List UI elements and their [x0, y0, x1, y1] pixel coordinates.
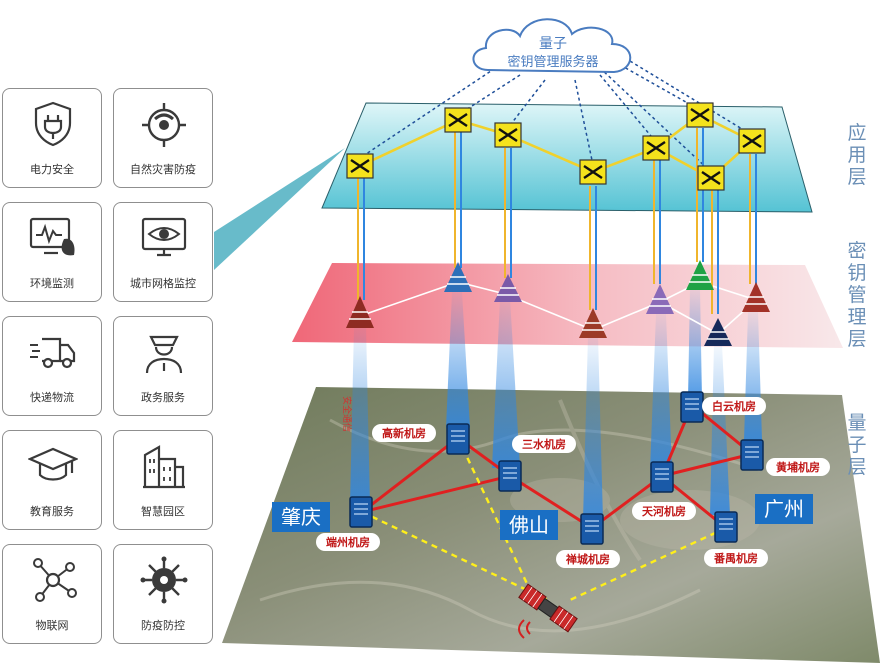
key-manager-icon[interactable]: [646, 284, 674, 314]
tile-label: 物联网: [35, 619, 69, 632]
key-manager-icon[interactable]: [346, 296, 374, 328]
satellite-icon[interactable]: [518, 583, 578, 639]
tile-label: 教育服务: [30, 505, 74, 518]
layer-label-char: 管: [847, 284, 867, 306]
layer-label-char: 层: [847, 166, 867, 188]
switch-icon[interactable]: [346, 153, 374, 179]
layer-label-char: 应: [847, 122, 867, 144]
layer-label-char: 量: [847, 412, 867, 434]
tile-label: 快递物流: [30, 391, 74, 404]
satellite-links: [361, 437, 727, 602]
server-icon[interactable]: [714, 511, 738, 543]
graduation-cap-icon: [28, 447, 78, 481]
city-labels: 肇庆 佛山 广州: [272, 494, 813, 540]
server-icon[interactable]: [349, 496, 373, 528]
room-label-sanshui: 三水机房: [522, 437, 566, 451]
layer-label-char: 层: [847, 328, 867, 350]
eye-monitor-icon: [141, 217, 187, 257]
tile-label: 防疫防控: [141, 619, 185, 632]
key-manager-icon[interactable]: [579, 308, 607, 338]
layer-label-key-management: 密 钥 管 理 层: [842, 240, 872, 350]
switch-icon[interactable]: [697, 165, 725, 191]
officer-icon: [145, 335, 183, 374]
tile-environment[interactable]: 环境监测: [2, 202, 102, 302]
room-label-tianhe: 天河机房: [642, 504, 686, 518]
server-icon[interactable]: [680, 391, 704, 423]
switch-icon[interactable]: [642, 135, 670, 161]
tile-government[interactable]: 政务服务: [113, 316, 213, 416]
city-label-guangzhou: 广州: [764, 497, 804, 521]
server-icon[interactable]: [740, 439, 764, 471]
tile-label: 自然灾害防疫: [130, 163, 196, 176]
tile-iot[interactable]: 物联网: [2, 544, 102, 644]
room-label-huangpu: 黄埔机房: [776, 460, 820, 474]
key-managers: [346, 260, 770, 346]
layer-label-quantum: 量 子 层: [842, 412, 872, 478]
room-label-panyu: 番禺机房: [713, 551, 758, 565]
cloud-title-line2: 密钥管理服务器: [507, 54, 598, 70]
monitor-leaf-icon: [29, 217, 75, 256]
room-label-baiyun: 白云机房: [712, 399, 756, 413]
tile-express-logistics[interactable]: 快递物流: [2, 316, 102, 416]
key-manager-icon[interactable]: [686, 260, 714, 290]
switch-icon[interactable]: [738, 128, 766, 154]
layer-label-char: 钥: [847, 262, 867, 284]
layer-arrows: [357, 128, 757, 314]
tile-smart-park[interactable]: 智慧园区: [113, 430, 213, 530]
key-management-cloud: 量子 密钥管理服务器: [472, 18, 632, 74]
tile-label: 智慧园区: [141, 505, 185, 518]
tile-natural-disaster[interactable]: 自然灾害防疫: [113, 88, 213, 188]
layer-label-char: 用: [847, 144, 867, 166]
application-layer-plane: [321, 102, 813, 213]
server-icon[interactable]: [446, 423, 470, 455]
disaster-target-icon: [142, 103, 186, 147]
switch-icon[interactable]: [579, 159, 607, 185]
layer-label-char: 理: [847, 306, 867, 328]
city-label-foshan: 佛山: [509, 513, 549, 537]
map-mark: 安全通信: [341, 396, 353, 432]
app-switches: [346, 102, 766, 191]
key-manager-icon[interactable]: [704, 318, 732, 346]
layer-label-application: 应 用 层: [842, 122, 872, 188]
tile-label: 政务服务: [141, 391, 185, 404]
city-label-zhaoqing: 肇庆: [281, 505, 321, 529]
tile-education[interactable]: 教育服务: [2, 430, 102, 530]
room-labels: 端州机房 高新机房 三水机房 禅城机房 天河机房 白云机房 黄埔机房 番禺机房: [316, 397, 830, 568]
network-nodes-icon: [33, 558, 77, 602]
layer-label-char: 子: [847, 434, 867, 456]
tile-city-grid[interactable]: 城市网格监控: [113, 202, 213, 302]
layer-label-char: 层: [847, 456, 867, 478]
tile-epidemic[interactable]: 防疫防控: [113, 544, 213, 644]
server-icon[interactable]: [650, 461, 674, 493]
application-tiles: 电力安全 自然灾害防疫 环境监测 城市网格监控: [0, 0, 220, 663]
server-nodes: [349, 391, 764, 545]
smart-building-icon: [143, 445, 185, 489]
layer-label-char: 密: [847, 240, 867, 262]
key-manager-icon[interactable]: [444, 262, 472, 292]
switch-icon[interactable]: [686, 102, 714, 128]
delivery-truck-icon: [30, 337, 76, 369]
switch-icon[interactable]: [444, 107, 472, 133]
shield-plug-icon: [34, 101, 72, 147]
switch-icon[interactable]: [494, 122, 522, 148]
room-label-duanzhou: 端州机房: [326, 535, 370, 549]
cloud-title-line1: 量子: [539, 36, 567, 52]
server-icon[interactable]: [498, 460, 522, 492]
tile-label: 城市网格监控: [130, 277, 196, 290]
quantum-beams: [350, 288, 762, 520]
key-manager-icon[interactable]: [742, 282, 770, 312]
room-label-chancheng: 禅城机房: [565, 552, 610, 566]
virus-icon: [140, 556, 188, 604]
server-icon[interactable]: [580, 513, 604, 545]
key-manager-icon[interactable]: [494, 274, 522, 302]
tile-label: 环境监测: [30, 277, 74, 290]
tile-power-safety[interactable]: 电力安全: [2, 88, 102, 188]
callout-wedge: [214, 148, 345, 270]
room-label-gaoxin: 高新机房: [382, 426, 426, 440]
tile-label: 电力安全: [30, 163, 74, 176]
